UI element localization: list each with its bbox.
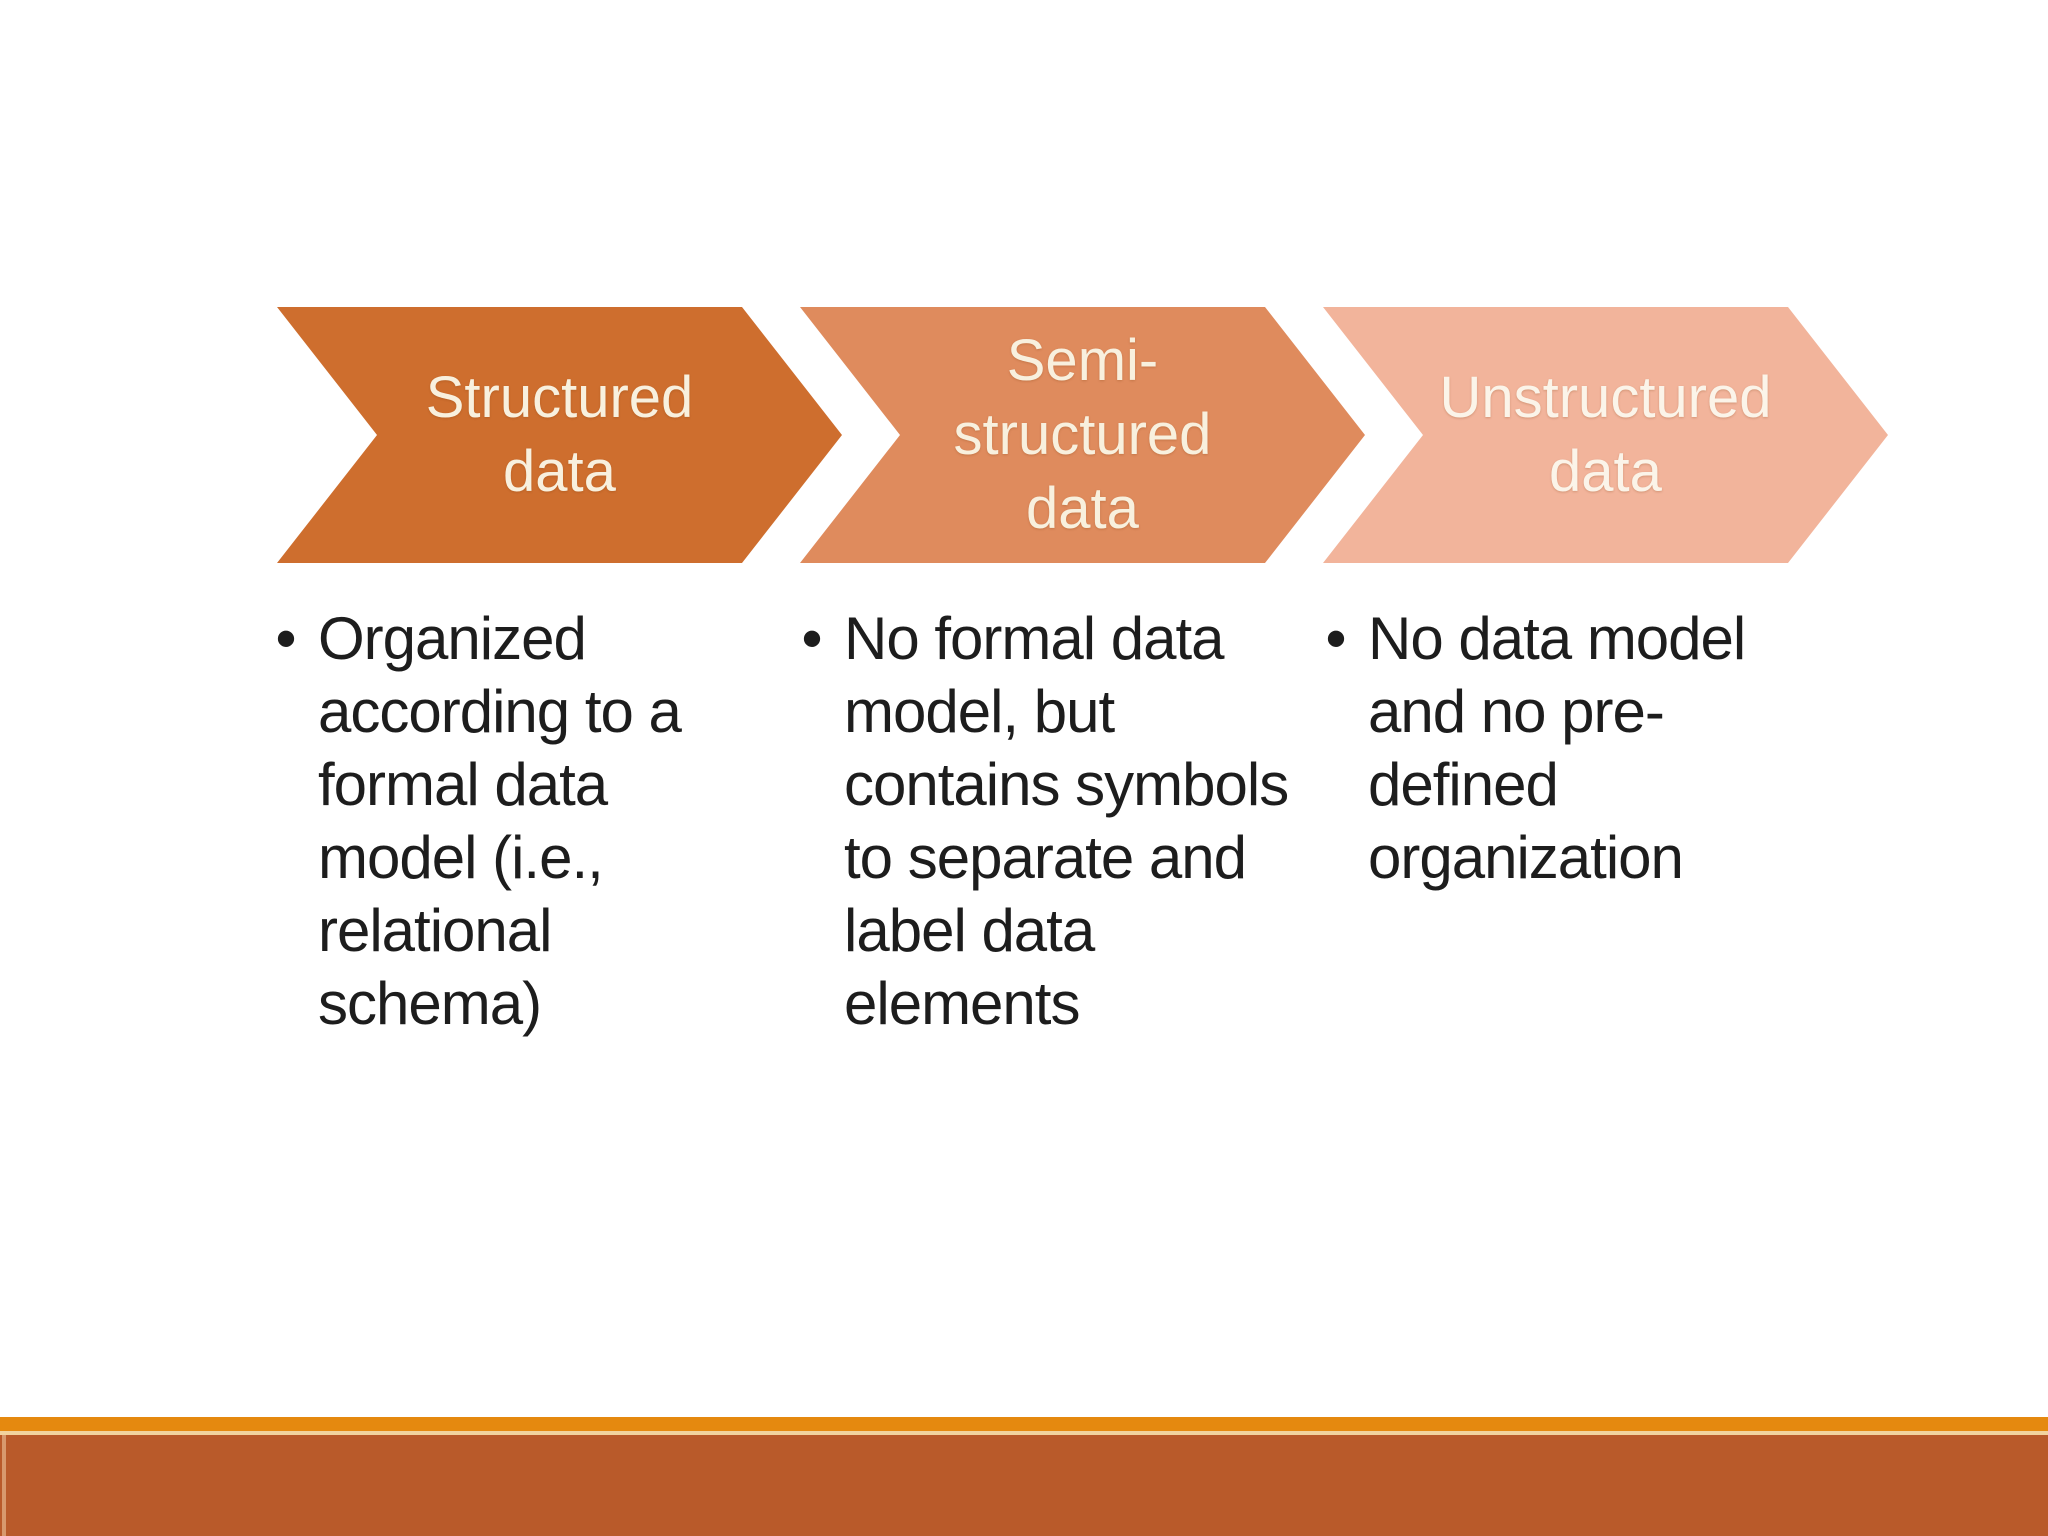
chevron-unstructured-data-label: Unstructured data bbox=[1439, 365, 1772, 504]
bullet-marker: • bbox=[1325, 605, 1347, 672]
bullet-structured-data: • Organized according to a formal data m… bbox=[272, 602, 792, 1040]
chevron-semi-structured-data-label: Semi- structured data bbox=[953, 328, 1212, 541]
footer-band bbox=[0, 1435, 2048, 1536]
chevron-structured-data-label: Structured data bbox=[425, 365, 694, 504]
bullet-structured-data-text: Organized according to a formal data mod… bbox=[318, 605, 682, 1037]
bullet-unstructured-data: • No data model and no pre- defined orga… bbox=[1322, 602, 1862, 894]
bullet-semi-structured-data-text: No formal data model, but contains symbo… bbox=[844, 605, 1289, 1037]
footer-divider-line bbox=[0, 1431, 2048, 1435]
bullet-unstructured-data-text: No data model and no pre- defined organi… bbox=[1368, 605, 1746, 891]
chevron-semi-structured-data: Semi- structured data bbox=[800, 307, 1365, 563]
chevron-unstructured-data: Unstructured data bbox=[1323, 307, 1888, 563]
footer-accent-stripe bbox=[0, 1417, 2048, 1431]
bullet-semi-structured-data: • No formal data model, but contains sym… bbox=[798, 602, 1338, 1040]
chevron-structured-data: Structured data bbox=[277, 307, 842, 563]
bullet-marker: • bbox=[801, 605, 823, 672]
bullet-marker: • bbox=[275, 605, 297, 672]
footer-band-left-highlight bbox=[2, 1435, 6, 1536]
